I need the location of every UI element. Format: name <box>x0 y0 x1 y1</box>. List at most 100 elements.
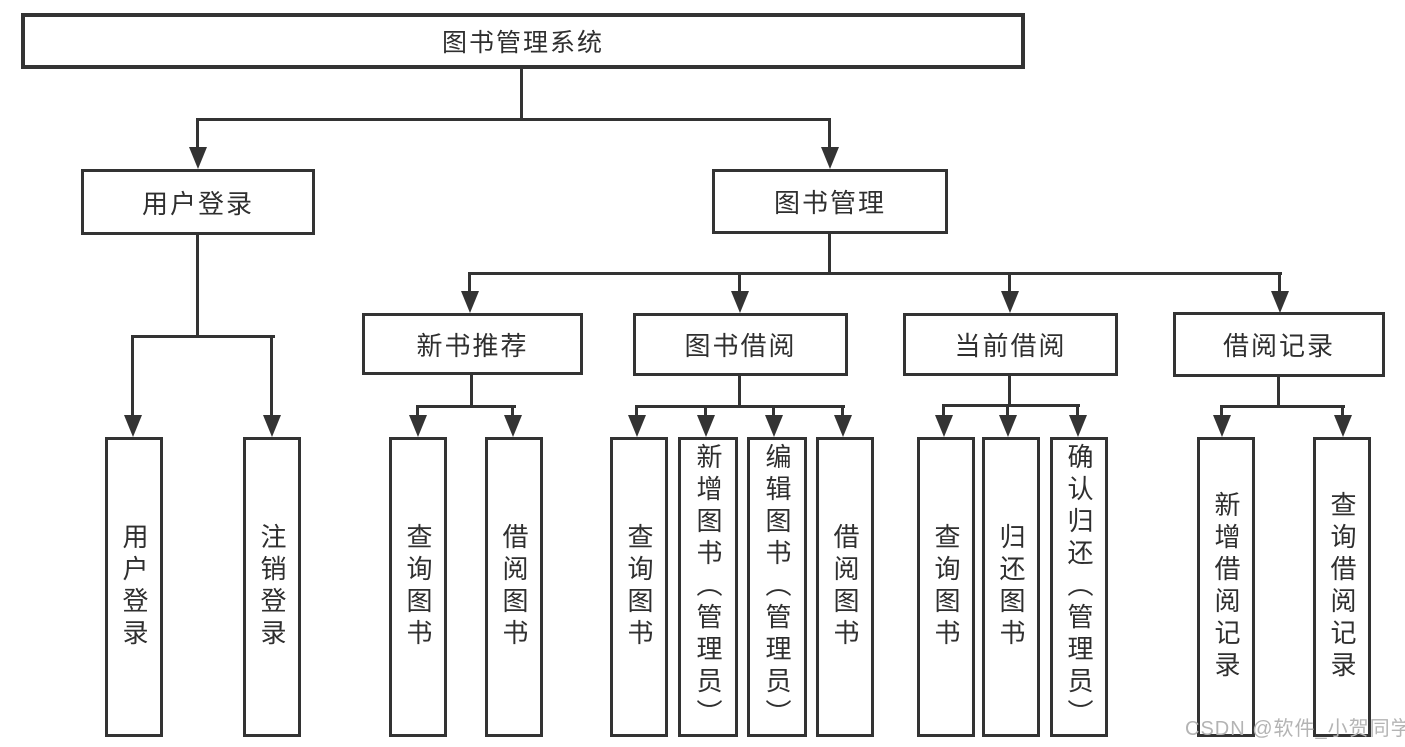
arrowhead-down-icon <box>697 415 715 437</box>
connector-drop-nb-query <box>409 405 427 437</box>
connector-line <box>1076 404 1079 421</box>
arrowhead-down-icon <box>765 415 783 437</box>
leaf-cb-confirm-return: 确认归还（管理员） <box>1050 437 1108 737</box>
arrowhead-down-icon <box>263 415 281 437</box>
connector-line <box>841 405 844 421</box>
leaf-nb-borrow-books: 借阅图书 <box>485 437 543 737</box>
connector-nb-stem <box>470 375 473 407</box>
leaf-br-query-record-label: 查询借阅记录 <box>1327 491 1357 683</box>
node-root: 图书管理系统 <box>21 13 1025 69</box>
arrowhead-down-icon <box>1069 415 1087 437</box>
node-user-login: 用户登录 <box>81 169 315 235</box>
connector-root-stem <box>520 69 523 120</box>
connector-drop-new-book-recommend <box>461 272 479 313</box>
connector-br-rail <box>1220 405 1345 408</box>
arrowhead-down-icon <box>935 415 953 437</box>
connector-br-stem <box>1277 377 1280 407</box>
connector-user-login-rail <box>132 335 275 338</box>
connector-line <box>828 118 831 153</box>
connector-drop-user-login <box>189 118 207 169</box>
arrowhead-down-icon <box>189 147 207 169</box>
connector-drop-br-query <box>1334 405 1352 437</box>
arrowhead-down-icon <box>461 291 479 313</box>
csdn-watermark: CSDN @软件_小贺同学 <box>1185 718 1405 740</box>
arrowhead-down-icon <box>1271 291 1289 313</box>
leaf-bb-borrow-books-label: 借阅图书 <box>830 523 860 651</box>
arrowhead-down-icon <box>1213 415 1231 437</box>
connector-book-management-stem <box>828 233 831 274</box>
connector-drop-book-management <box>821 118 839 169</box>
node-user-login-label: 用户登录 <box>141 188 254 219</box>
node-book-borrowing: 图书借阅 <box>633 313 848 376</box>
leaf-bb-edit-books-label: 编辑图书（管理员） <box>762 443 792 731</box>
connector-level2-rail <box>469 272 1282 275</box>
connector-drop-current-borrowing <box>1001 272 1019 313</box>
connector-drop-bb-query <box>628 405 646 437</box>
node-current-borrowing-label: 当前借阅 <box>954 331 1067 361</box>
connector-drop-cb-return <box>999 404 1017 437</box>
arrowhead-down-icon <box>409 415 427 437</box>
node-current-borrowing: 当前借阅 <box>903 313 1118 376</box>
connector-drop-logout <box>263 335 281 437</box>
leaf-nb-query-books-label: 查询图书 <box>403 523 433 651</box>
arrowhead-down-icon <box>1001 291 1019 313</box>
leaf-bb-query-books-label: 查询图书 <box>624 523 654 651</box>
connector-line <box>468 272 471 297</box>
leaf-cb-confirm-return-label: 确认归还（管理员） <box>1064 443 1094 731</box>
arrowhead-down-icon <box>124 415 142 437</box>
arrowhead-down-icon <box>834 415 852 437</box>
leaf-logout: 注销登录 <box>243 437 301 737</box>
connector-line <box>942 404 945 421</box>
arrowhead-down-icon <box>731 291 749 313</box>
leaf-br-query-record: 查询借阅记录 <box>1313 437 1371 737</box>
connector-cb-stem <box>1008 376 1011 406</box>
leaf-bb-add-books: 新增图书（管理员） <box>678 437 738 737</box>
connector-drop-bb-edit <box>765 405 783 437</box>
connector-drop-cb-confirm <box>1069 404 1087 437</box>
connector-line <box>704 405 707 421</box>
connector-line <box>738 272 741 297</box>
connector-line <box>131 335 134 421</box>
connector-line <box>1341 405 1344 421</box>
connector-drop-borrowing-records <box>1271 272 1289 313</box>
leaf-logout-label: 注销登录 <box>257 523 287 651</box>
connector-drop-br-add <box>1213 405 1231 437</box>
connector-drop-bb-borrow <box>834 405 852 437</box>
arrowhead-down-icon <box>1334 415 1352 437</box>
connector-line <box>416 405 419 421</box>
arrowhead-down-icon <box>628 415 646 437</box>
node-root-label: 图书管理系统 <box>441 29 604 57</box>
connector-level1-rail <box>197 118 831 121</box>
node-book-management: 图书管理 <box>712 169 948 234</box>
connector-drop-cb-query <box>935 404 953 437</box>
node-new-book-recommend: 新书推荐 <box>362 313 583 375</box>
connector-line <box>1008 272 1011 297</box>
connector-line <box>196 118 199 153</box>
connector-cb-rail <box>942 404 1080 407</box>
connector-nb-rail <box>416 405 516 408</box>
connector-user-login-stem <box>196 235 199 337</box>
leaf-br-add-record: 新增借阅记录 <box>1197 437 1255 737</box>
leaf-cb-query-books-label: 查询图书 <box>931 523 961 651</box>
connector-line <box>1278 272 1281 297</box>
leaf-bb-query-books: 查询图书 <box>610 437 668 737</box>
connector-line <box>635 405 638 421</box>
arrowhead-down-icon <box>999 415 1017 437</box>
leaf-bb-edit-books: 编辑图书（管理员） <box>747 437 807 737</box>
leaf-login-label: 用户登录 <box>119 523 149 651</box>
leaf-br-add-record-label: 新增借阅记录 <box>1211 491 1241 683</box>
leaf-nb-borrow-books-label: 借阅图书 <box>499 523 529 651</box>
leaf-cb-return-books-label: 归还图书 <box>996 523 1026 651</box>
connector-bb-stem <box>738 376 741 407</box>
connector-line <box>1006 404 1009 421</box>
leaf-cb-query-books: 查询图书 <box>917 437 975 737</box>
connector-line <box>772 405 775 421</box>
connector-line <box>270 335 273 421</box>
leaf-login: 用户登录 <box>105 437 163 737</box>
node-new-book-recommend-label: 新书推荐 <box>416 330 529 361</box>
connector-drop-nb-borrow <box>504 405 522 437</box>
connector-bb-rail <box>635 405 845 408</box>
leaf-nb-query-books: 查询图书 <box>389 437 447 737</box>
leaf-bb-add-books-label: 新增图书（管理员） <box>693 443 723 731</box>
